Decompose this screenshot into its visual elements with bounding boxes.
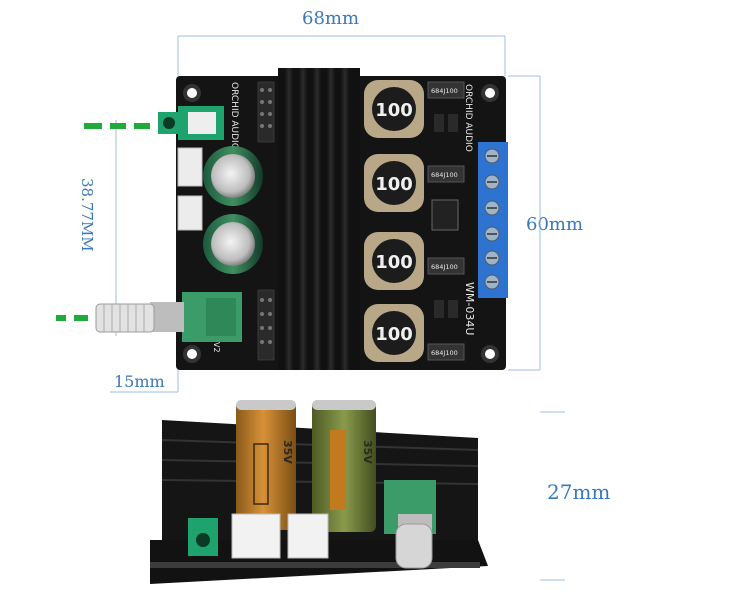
svg-text:684J100: 684J100: [431, 263, 458, 271]
green-guide-markers: [56, 123, 150, 321]
width-dimension-label: 68mm: [302, 8, 360, 29]
dimension-guides: [110, 35, 565, 581]
svg-text:684J100: 684J100: [431, 87, 458, 95]
inductor-4: 100: [364, 304, 424, 362]
brand-silk-right: ORCHID AUDIO: [463, 84, 473, 152]
pot-offset-dimension-label: 15mm: [114, 372, 165, 391]
pot-silk-label: V2: [212, 342, 221, 353]
side-potentiometer: [384, 480, 436, 569]
svg-text:684J100: 684J100: [431, 349, 458, 357]
svg-text:684J100: 684J100: [431, 171, 458, 179]
thickness-dimension-label: 27mm: [547, 480, 611, 504]
heatsink-top: [278, 68, 360, 370]
pcb-top-view: ORCHID AUDIO: [95, 68, 508, 370]
inductor-1: 100: [364, 80, 424, 138]
svg-text:100: 100: [375, 252, 413, 273]
side-capacitor-left: 35V: [236, 400, 296, 530]
input-connectors: [177, 147, 203, 231]
svg-text:35V: 35V: [281, 440, 294, 464]
brand-silk-left: ORCHID AUDIO: [229, 82, 239, 150]
inductor-2: 100: [364, 154, 424, 212]
svg-text:35V: 35V: [361, 440, 374, 464]
inductor-3: 100: [364, 232, 424, 290]
svg-text:100: 100: [375, 100, 413, 121]
speaker-terminal-block: [478, 142, 508, 298]
svg-text:100: 100: [375, 324, 413, 345]
pcb-side-view: 35V 35V: [150, 400, 488, 584]
model-silk: WM-034U: [463, 282, 476, 335]
volume-potentiometer: [95, 292, 242, 342]
audio-jack: [158, 106, 224, 140]
side-capacitor-right: 35V: [312, 400, 376, 532]
svg-text:100: 100: [375, 174, 413, 195]
smd-capacitors: 684J100 684J100 684J100 684J100: [427, 81, 465, 361]
capacitors-top: [203, 146, 263, 274]
side-input-connectors: [231, 513, 329, 559]
